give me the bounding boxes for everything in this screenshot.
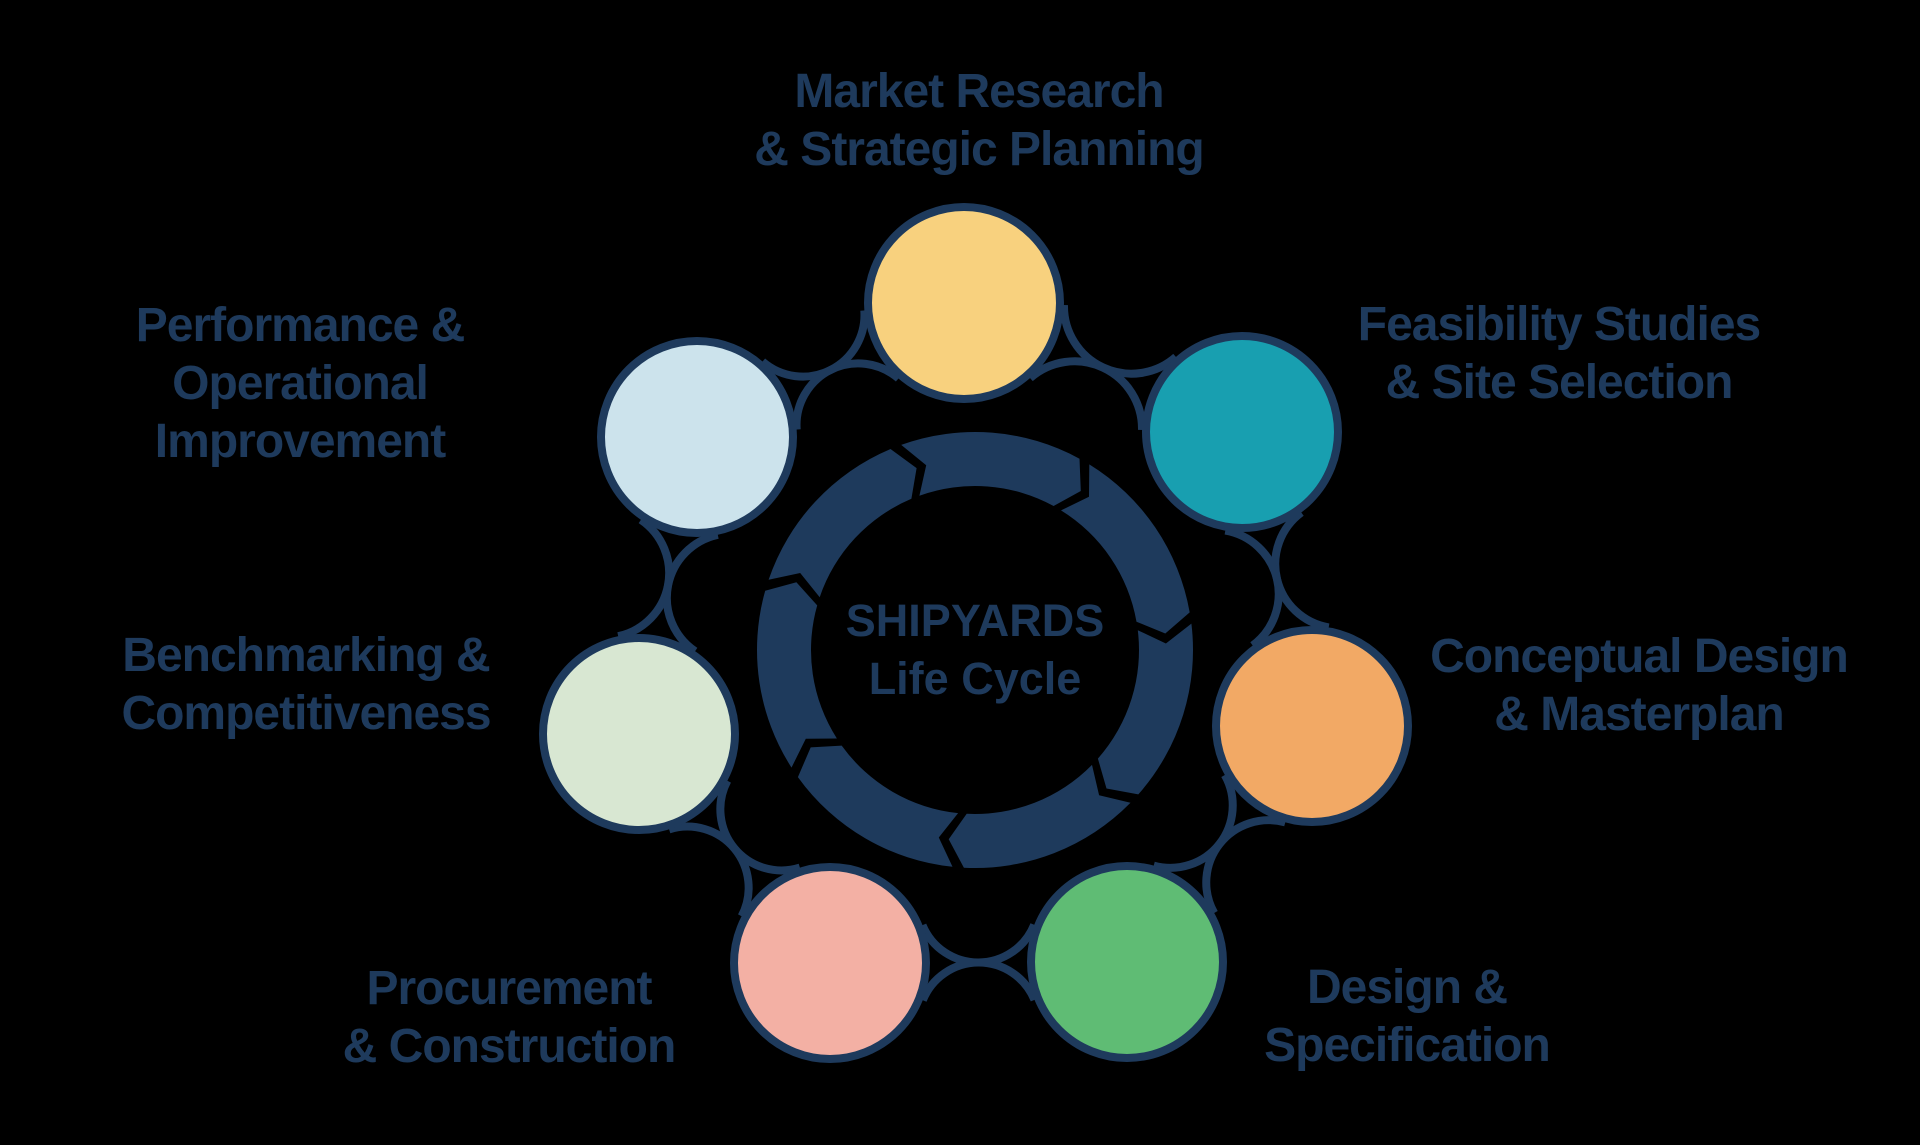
label-line: Design & [1306,961,1508,1014]
label-line: Operational [172,357,429,410]
label-line: & Site Selection [1385,356,1734,409]
phase-circle-design-specification [1027,862,1227,1062]
label-line: Performance & [135,299,465,352]
connector-arc [667,822,753,919]
label-line: Specification [1264,1019,1551,1072]
label-line: Market Research [794,65,1164,118]
cycle-ring [757,432,1194,868]
phase-circle-feasibility [1142,332,1342,532]
connector-arc [1202,816,1287,915]
diagram-center-title: SHIPYARDS Life Cycle [846,592,1104,708]
cycle-ring-arrow-segment [757,582,837,768]
connector-arcs [617,304,1330,1002]
connector-arc [1027,357,1147,431]
phase-circle-conceptual-design [1212,626,1412,826]
label-line: Feasibility Studies [1357,298,1761,351]
label-line: Improvement [154,415,446,468]
phase-label-benchmarking: Benchmarking & Competitiveness [121,627,491,743]
connector-arc [662,530,719,655]
center-title-line: SHIPYARDS [845,595,1105,646]
label-line: Procurement [366,962,652,1015]
connector-arc [792,359,902,430]
cycle-ring-arrow-segment [948,764,1131,868]
label-line: & Construction [342,1020,677,1073]
cycle-ring-arrow-segment [1097,623,1194,795]
connector-arc [1271,509,1330,632]
label-line: & Masterplan [1494,688,1784,741]
connector-arc [1152,773,1237,872]
phase-label-market-research: Market Research & Strategic Planning [754,63,1204,179]
phase-circle-market-research [864,203,1064,403]
connector-arc [919,958,1039,1002]
cycle-ring-arrow-segment [797,745,959,867]
phase-label-conceptual-design: Conceptual Design & Masterplan [1430,628,1849,744]
label-line: Benchmarking & [122,629,490,682]
connector-arc [716,778,802,875]
connector-arc [617,516,674,641]
phase-circle-benchmarking [539,634,739,834]
cycle-ring-arrow-segment [901,432,1081,506]
phase-label-performance: Performance & Operational Improvement [135,297,465,471]
center-title-line: Life Cycle [868,653,1082,704]
label-line: Conceptual Design [1430,630,1849,683]
phase-label-procurement-construction: Procurement & Construction [342,960,677,1076]
connector-arc [1224,526,1283,649]
phase-circles [539,203,1412,1063]
label-line: & Strategic Planning [754,123,1204,176]
label-line: Competitiveness [121,687,491,740]
cycle-ring-arrow-segment [1061,464,1190,634]
phase-circle-performance [597,337,797,537]
phase-label-feasibility: Feasibility Studies & Site Selection [1357,296,1761,412]
cycle-ring-arrow-segment [768,449,917,598]
connector-arc [918,923,1038,967]
phase-circle-procurement-construction [730,863,930,1063]
phase-label-design-specification: Design & Specification [1264,959,1551,1075]
